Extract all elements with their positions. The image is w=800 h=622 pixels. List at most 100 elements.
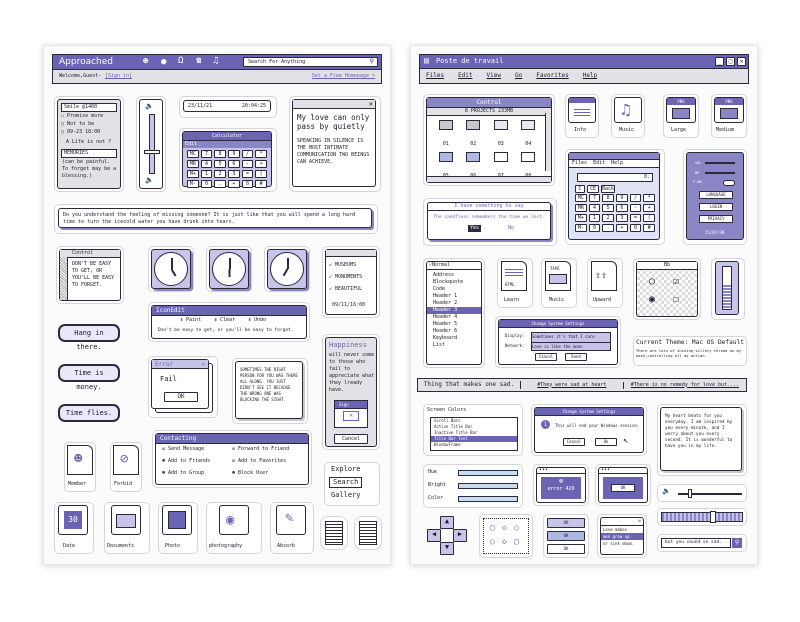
calc-key[interactable]: 0 xyxy=(241,180,254,188)
medium-image-icon-tile[interactable]: PNG Medium xyxy=(711,94,747,138)
color-option[interactable]: Scroll Bars xyxy=(434,418,461,423)
brightness-slider[interactable] xyxy=(705,172,735,174)
calc-key[interactable]: * xyxy=(643,194,655,202)
brightness-slider[interactable] xyxy=(458,483,518,489)
headphones-icon[interactable]: Ω xyxy=(178,56,184,66)
style-option[interactable]: Address xyxy=(433,272,455,278)
slider-thumb[interactable] xyxy=(144,150,160,154)
ok-button[interactable]: OK xyxy=(547,518,585,528)
tab-item[interactable]: #They were sad at heart xyxy=(521,381,624,389)
calc-key[interactable]: 5 xyxy=(214,160,226,168)
ok-button[interactable]: OK xyxy=(547,544,585,554)
close-icon[interactable]: ✕ xyxy=(201,361,205,368)
color-option[interactable]: WindowFrame xyxy=(434,442,461,447)
forward-action[interactable]: ✉ Forward to Friend xyxy=(232,446,290,452)
menu-edit[interactable]: Edit xyxy=(458,72,473,79)
send-button[interactable]: Send xyxy=(565,353,587,361)
calc-key[interactable]: 4 xyxy=(588,204,601,212)
add-friends-action[interactable]: ☻ Add to Friends xyxy=(162,458,211,464)
power-toggle[interactable] xyxy=(723,180,735,186)
calc-key[interactable]: M- xyxy=(187,180,199,188)
chat-icon[interactable]: ● xyxy=(161,57,167,67)
cancel-button[interactable]: Cancel xyxy=(535,353,557,361)
cancel-button[interactable]: Cancel xyxy=(334,434,368,444)
calc-key[interactable]: . xyxy=(602,224,614,232)
documents-app-icon[interactable]: Documents xyxy=(104,502,150,554)
tape-file-icon[interactable]: TAPE Music xyxy=(541,258,577,308)
calc-key[interactable]: ( xyxy=(255,170,267,178)
calc-key[interactable]: 9 xyxy=(228,150,240,158)
clear-key[interactable]: C xyxy=(575,185,585,193)
calc-key[interactable]: MR xyxy=(575,204,587,212)
undo-button[interactable]: ▮ Undo xyxy=(248,317,267,323)
search-label[interactable]: Search xyxy=(329,477,363,488)
calc-key[interactable]: M+ xyxy=(187,170,199,178)
menu-help[interactable]: Help xyxy=(582,72,598,79)
color-slider[interactable] xyxy=(458,496,518,502)
horizontal-scroll-track[interactable] xyxy=(657,508,747,526)
add-group-action[interactable]: ☻ Add to Group xyxy=(162,470,205,476)
send-message-action[interactable]: ✉ Send Message xyxy=(162,446,205,452)
absorb-app-icon[interactable]: ✎ Absorb xyxy=(270,502,314,554)
menu-favorites[interactable]: Favorites xyxy=(536,72,569,79)
calc-key[interactable]: MC xyxy=(187,150,199,158)
tab-item[interactable]: Thing that makes one sad. xyxy=(418,381,521,389)
ok-button[interactable]: Ok xyxy=(595,438,617,446)
option-checkbox[interactable]: ☐ Promise more xyxy=(61,113,104,119)
volume-line-slider[interactable]: 🔈 xyxy=(657,484,747,502)
slider-thumb[interactable] xyxy=(688,489,692,498)
option-radio[interactable]: ○ Not to be xyxy=(61,121,95,127)
sign-in-link[interactable]: [Sign in] xyxy=(105,73,133,79)
info-icon-tile[interactable]: Info xyxy=(565,94,599,138)
calc-key[interactable]: * xyxy=(255,150,267,158)
diamond-shape[interactable]: ◇ xyxy=(502,537,507,546)
calc-key[interactable]: 1 xyxy=(200,170,213,178)
add-favorites-action[interactable]: ✉ Add to Favorites xyxy=(232,458,287,464)
ok-button[interactable]: OK xyxy=(611,484,635,492)
calc-key[interactable]: + xyxy=(616,224,628,232)
calc-key[interactable]: 1 xyxy=(588,214,601,222)
clear-button[interactable]: ▮ Clear xyxy=(214,317,236,323)
calc-key[interactable]: + xyxy=(643,204,655,212)
calculator-menu[interactable]: Edit xyxy=(183,141,271,148)
close-button[interactable]: ✕ xyxy=(737,57,746,66)
calc-key[interactable]: 7 xyxy=(200,150,213,158)
paint-button[interactable]: ▮ Paint xyxy=(180,317,202,323)
clear-entry-key[interactable]: CE xyxy=(587,185,599,193)
menu-item[interactable]: Love makes xyxy=(603,527,628,532)
checklist-item[interactable]: ✔ BEAUTIFUL xyxy=(329,286,363,292)
style-option[interactable]: Header 1 xyxy=(433,293,458,299)
option-radio[interactable]: ○ 09-23 18:00 xyxy=(61,129,101,135)
yes-button[interactable]: Yes xyxy=(468,225,482,232)
calc-key[interactable]: 4 xyxy=(200,160,213,168)
calc-key[interactable]: 6 xyxy=(228,160,240,168)
scroll-thumb[interactable] xyxy=(710,511,716,523)
dpad-control[interactable]: ▲ ◀ ▶ ▼ xyxy=(427,516,467,556)
volume-slider[interactable]: 🔈 🔈 xyxy=(136,96,166,192)
gallery-label[interactable]: Gallery xyxy=(331,491,361,499)
block-user-action[interactable]: ☻ Block User xyxy=(232,470,269,476)
circle-shape[interactable]: ○ xyxy=(490,537,495,546)
checklist-item[interactable]: ✔ MONUMENTS xyxy=(329,274,363,280)
folder-item[interactable]: 03 xyxy=(488,120,514,149)
folder-item[interactable]: 02 xyxy=(461,120,487,149)
date-app-icon[interactable]: 30 Date xyxy=(54,502,94,554)
forbid-icon-tile[interactable]: ⊘ Forbid xyxy=(110,442,142,492)
calc-key[interactable]: # xyxy=(643,224,655,232)
circle-shape[interactable]: ○ xyxy=(514,523,519,532)
maximize-button[interactable]: □ xyxy=(726,57,735,66)
photography-app-icon[interactable]: ◉ photography xyxy=(206,502,262,554)
language-button[interactable]: LANGUAGE xyxy=(699,191,733,199)
calc-key[interactable]: . xyxy=(214,180,226,188)
login-button[interactable]: LOGIN xyxy=(699,203,733,211)
calc-key[interactable]: 9 xyxy=(616,194,628,202)
diamond-shape[interactable]: ◇ xyxy=(502,523,507,532)
calc-key[interactable]: - xyxy=(241,160,254,168)
calc-key[interactable]: 2 xyxy=(214,170,226,178)
calc-key[interactable]: + xyxy=(255,160,267,168)
homepage-link[interactable]: Set a Free Homepage > xyxy=(311,73,375,79)
privacy-button[interactable]: PRIVACY xyxy=(699,215,733,223)
close-icon[interactable]: ✕ xyxy=(293,100,375,109)
vertical-scrollbar[interactable] xyxy=(545,113,551,171)
calc-key[interactable]: M- xyxy=(575,224,587,232)
